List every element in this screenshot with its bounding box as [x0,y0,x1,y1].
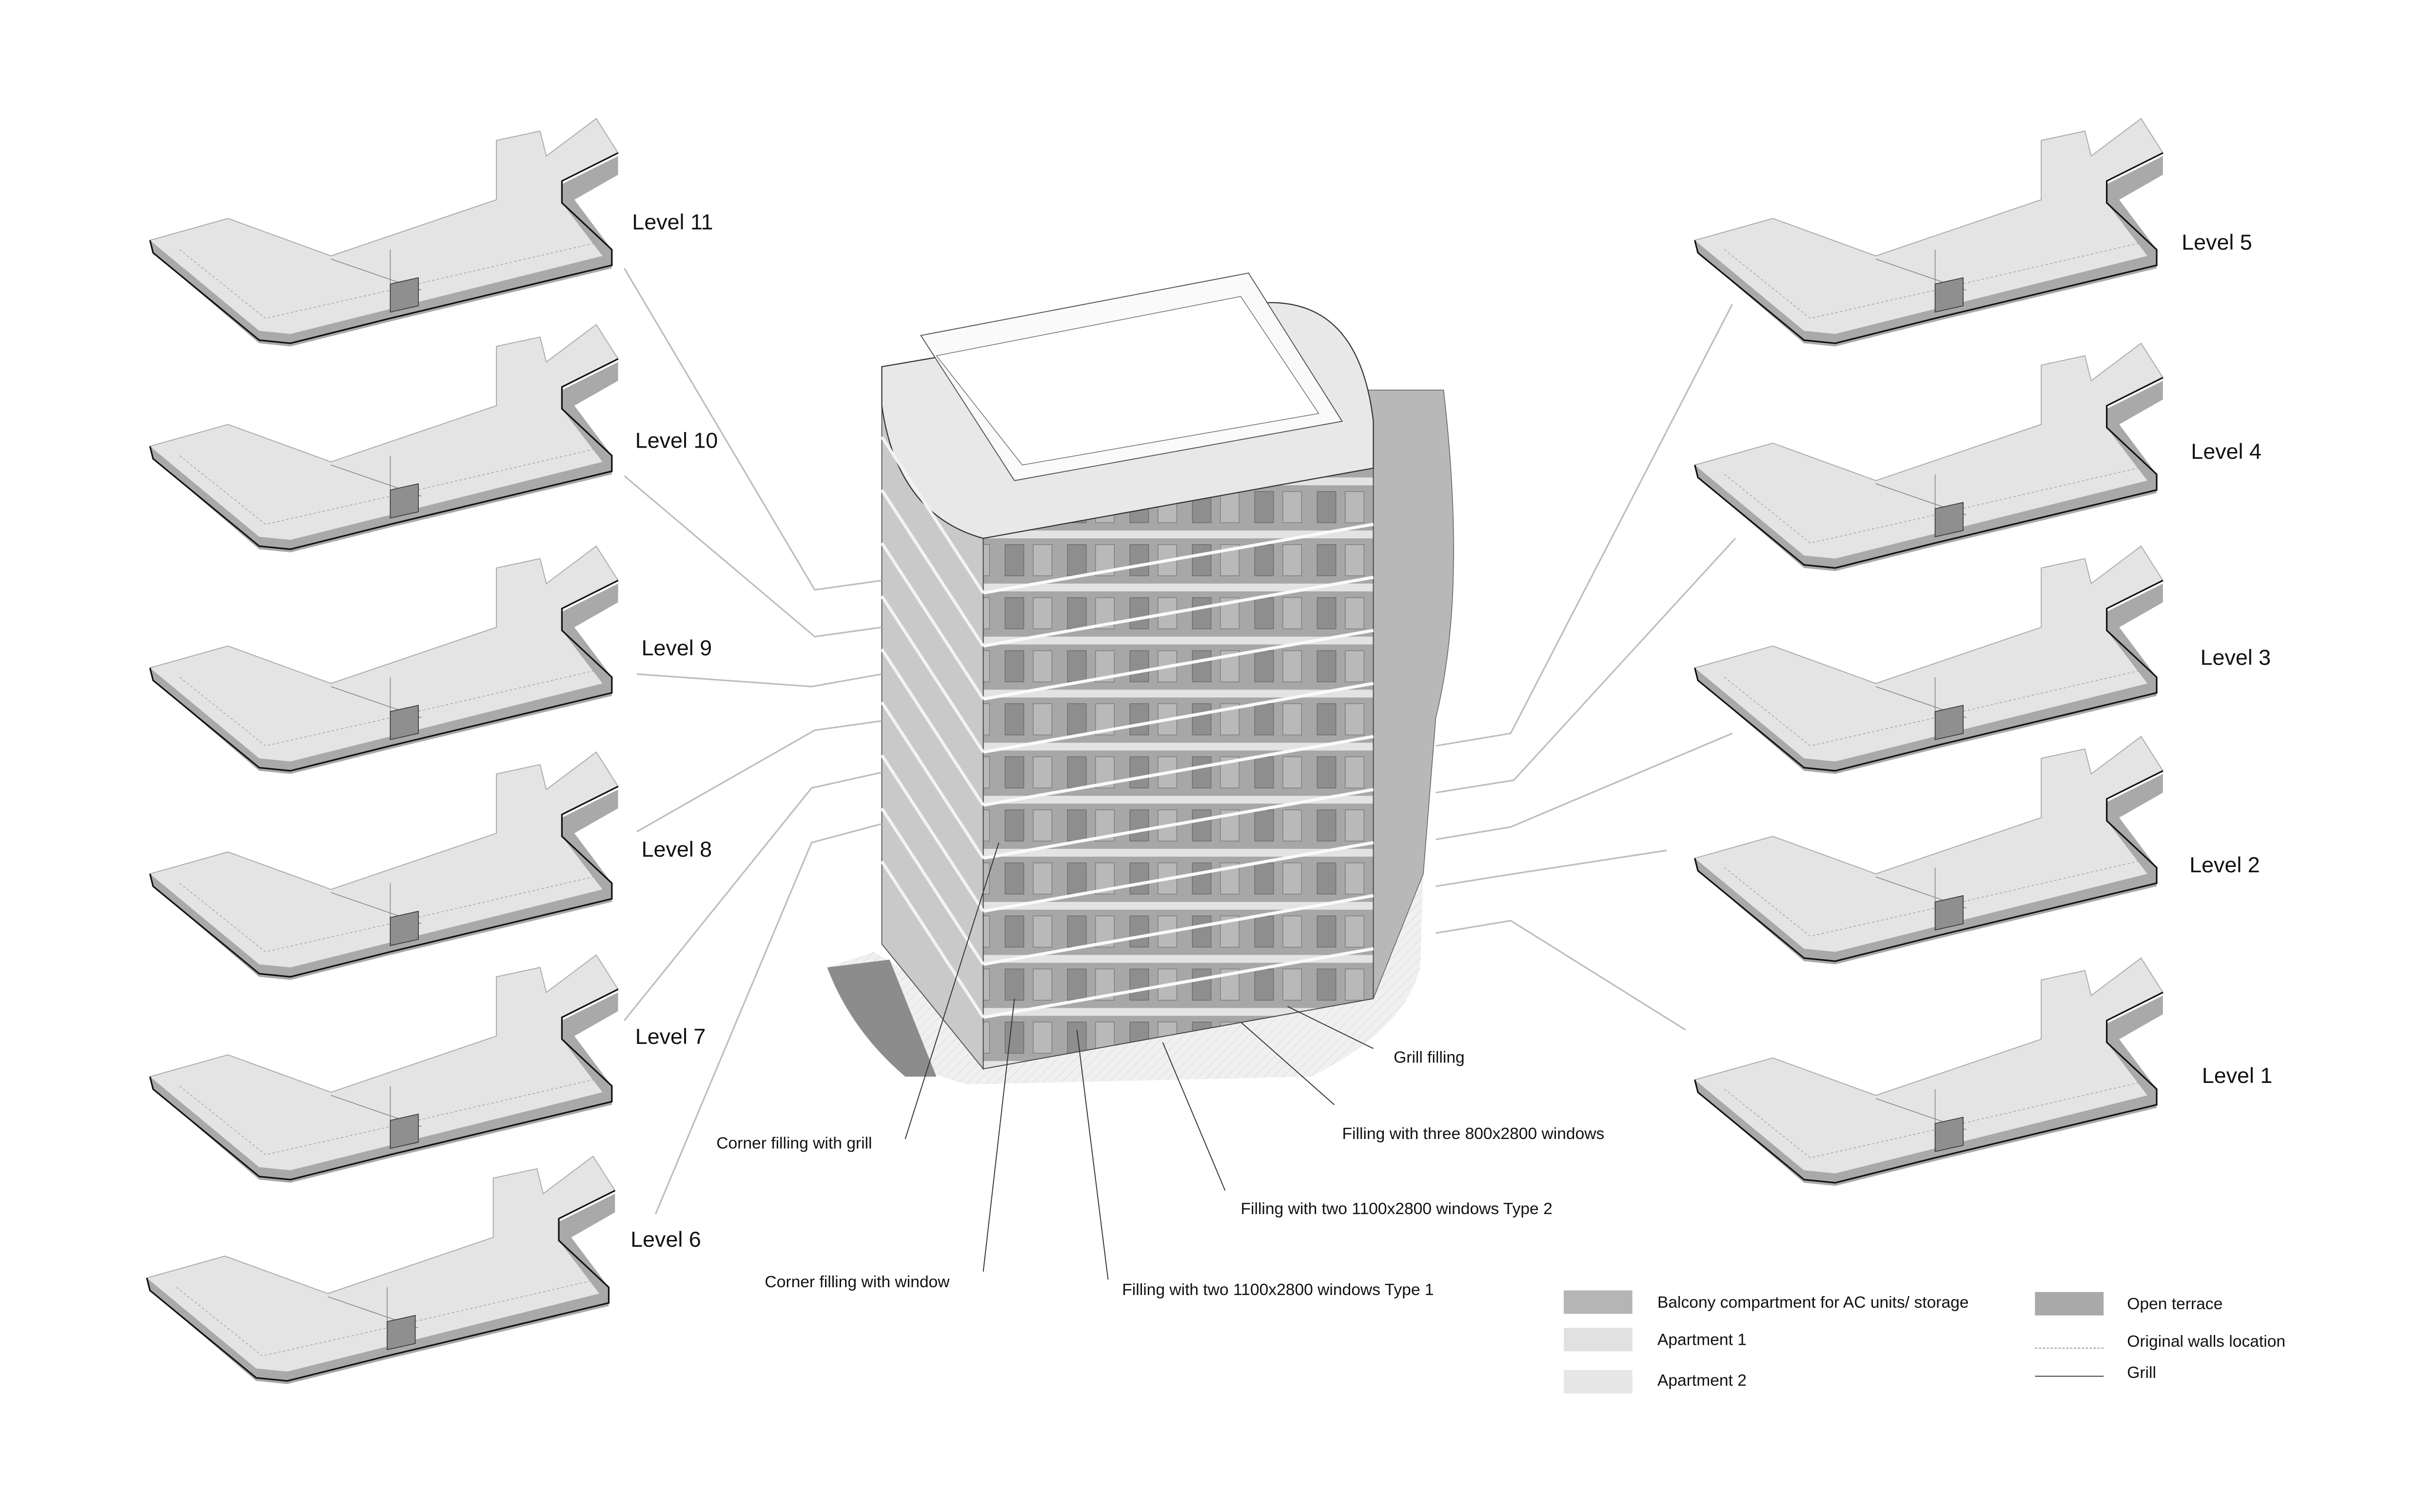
annotation-three-windows: Filling with three 800x2800 windows [1342,1125,1605,1143]
legend-label-grill: Grill [2127,1364,2156,1382]
label-level-5: Level 5 [2182,230,2252,255]
label-level-11: Level 11 [632,210,713,234]
floor-plan-level-7 [149,954,619,1184]
legend-label-balcony: Balcony compartment for AC units/ storag… [1657,1294,1969,1312]
floor-plan-level-11 [149,118,619,348]
floor-plan-level-6 [146,1155,616,1385]
floor-plan-level-3 [1694,545,2164,775]
annotation-corner-grill: Corner filling with grill [716,1134,872,1152]
building-isometric [827,272,1454,1085]
label-level-7: Level 7 [635,1024,706,1049]
floor-plan-level-4 [1694,342,2164,572]
legend-swatch-open-terrace [2035,1292,2104,1316]
leader-lines [624,268,1736,1280]
label-level-2: Level 2 [2189,853,2260,877]
annotation-corner-window: Corner filling with window [765,1273,950,1291]
label-level-1: Level 1 [2202,1063,2272,1088]
label-level-6: Level 6 [630,1227,701,1252]
floor-plan-level-1 [1694,957,2164,1187]
floor-plan-level-9 [149,545,619,775]
annotation-two-windows-type1: Filling with two 1100x2800 windows Type … [1122,1281,1434,1299]
label-level-10: Level 10 [635,428,718,452]
legend-label-open-terrace: Open terrace [2127,1295,2222,1313]
legend: Balcony compartment for AC units/ storag… [1563,1290,2285,1394]
label-level-4: Level 4 [2191,439,2261,464]
floor-plan-level-8 [149,751,619,981]
legend-swatch-apartment2 [1563,1370,1632,1394]
legend-label-apartment1: Apartment 1 [1657,1331,1747,1349]
floor-plan-level-2 [1694,735,2164,965]
label-level-3: Level 3 [2201,645,2271,669]
legend-label-original-walls: Original walls location [2127,1333,2285,1351]
floor-plan-level-10 [149,324,619,553]
legend-label-apartment2: Apartment 2 [1657,1372,1747,1390]
label-level-8: Level 8 [642,837,712,862]
annotation-two-windows-type2: Filling with two 1100x2800 windows Type … [1241,1200,1553,1218]
label-level-9: Level 9 [642,636,712,660]
floor-plan-level-5 [1694,118,2164,348]
legend-swatch-apartment1 [1563,1328,1632,1352]
annotation-grill-filling: Grill filling [1394,1048,1465,1066]
legend-swatch-balcony [1563,1290,1632,1314]
